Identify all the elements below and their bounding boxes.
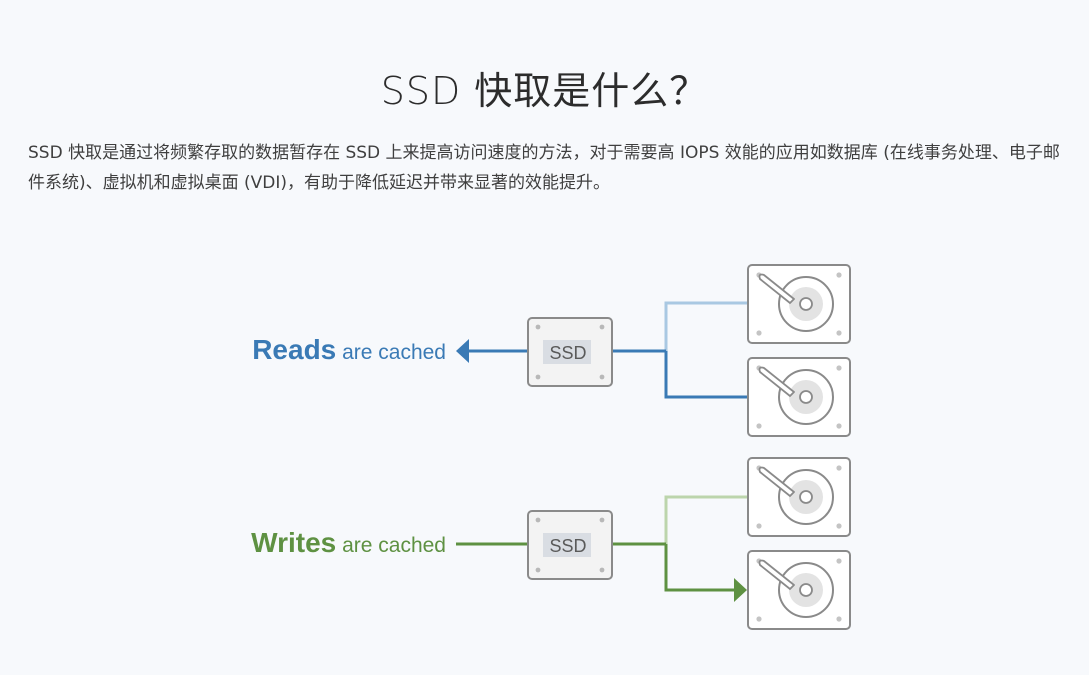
reads-ssd-label: SSD — [549, 343, 586, 363]
hard-drive-icon — [747, 264, 851, 344]
reads-row: SSD Reads are cached — [252, 264, 851, 437]
reads-branch-light — [611, 301, 748, 353]
writes-caption: Writes are cached — [251, 527, 446, 558]
hard-drive-icon — [747, 457, 851, 537]
reads-arrow-head — [456, 339, 469, 363]
reads-caption-rest: are cached — [336, 341, 446, 364]
intro-paragraph: SSD 快取是通过将频繁存取的数据暂存在 SSD 上来提高访问速度的方法，对于需… — [28, 143, 1060, 193]
writes-caption-strong: Writes — [251, 527, 336, 558]
reads-caption: Reads are cached — [252, 334, 446, 365]
writes-row: SSD Writes are cached — [251, 457, 851, 630]
writes-branch-light — [611, 495, 748, 546]
writes-arrow-head — [734, 578, 747, 602]
writes-ssd-label: SSD — [549, 536, 586, 556]
hard-drive-icon — [747, 550, 851, 630]
hard-drive-icon — [747, 357, 851, 437]
reads-caption-strong: Reads — [252, 334, 336, 365]
writes-caption-rest: are cached — [336, 534, 446, 557]
writes-branch-dark — [664, 544, 736, 592]
page-title: SSD 快取是什么？ — [380, 69, 709, 113]
reads-branch-dark — [664, 351, 748, 399]
